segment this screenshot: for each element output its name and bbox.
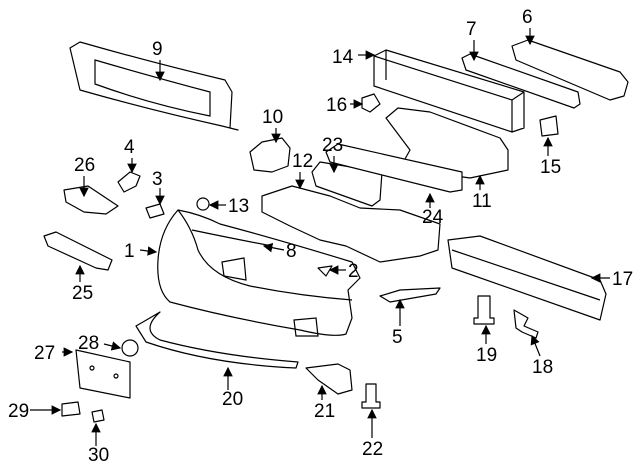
part-license-bracket-27 [75, 349, 131, 399]
leader-line-1 [139, 246, 158, 256]
part-bumper-cover-1 [157, 209, 361, 336]
callout-label-21: 21 [314, 401, 335, 422]
callout-label-4: 4 [124, 137, 135, 158]
part-upper-grille [69, 41, 239, 131]
callout-2: 2 [328, 261, 359, 282]
callout-18: 18 [530, 334, 553, 378]
callout-13: 13 [208, 196, 249, 217]
callout-label-14: 14 [332, 47, 354, 68]
callout-7: 7 [466, 19, 479, 62]
callout-17: 17 [590, 269, 633, 290]
callout-15: 15 [540, 136, 561, 178]
callout-12: 12 [292, 151, 313, 190]
part-grommet-13 [196, 197, 210, 211]
part-clip-16 [361, 93, 381, 113]
part-cap-28 [121, 339, 139, 357]
callout-20: 20 [222, 366, 243, 410]
callout-label-20: 20 [222, 389, 243, 410]
part-seal-5 [379, 287, 441, 303]
callout-14: 14 [332, 47, 376, 68]
callout-label-8: 8 [286, 241, 297, 262]
callout-9: 9 [152, 39, 165, 82]
leader-line-8 [262, 242, 285, 253]
callout-29: 29 [8, 401, 62, 422]
callout-label-9: 9 [152, 39, 163, 60]
callout-label-23: 23 [322, 135, 343, 156]
callout-10: 10 [262, 107, 283, 144]
callout-22: 22 [362, 408, 383, 460]
callout-label-30: 30 [88, 445, 109, 466]
callout-label-22: 22 [362, 439, 383, 460]
leader-line-18 [530, 334, 541, 357]
callout-label-1: 1 [124, 241, 135, 262]
part-bolt-29 [61, 401, 81, 417]
callout-label-25: 25 [72, 283, 93, 304]
callout-label-19: 19 [476, 345, 497, 366]
callout-label-11: 11 [472, 191, 492, 212]
callout-label-28: 28 [78, 333, 99, 354]
callout-label-5: 5 [392, 327, 403, 348]
callout-label-27: 27 [34, 343, 55, 364]
callout-label-26: 26 [74, 155, 95, 176]
callout-23: 23 [322, 135, 343, 174]
callout-label-24: 24 [422, 207, 444, 228]
callout-label-7: 7 [466, 19, 477, 40]
callout-5: 5 [392, 298, 405, 348]
callout-label-13: 13 [228, 196, 249, 217]
callout-label-15: 15 [540, 157, 561, 178]
leader-line-28 [103, 341, 122, 351]
callout-label-6: 6 [522, 7, 533, 28]
part-clip-4 [117, 171, 141, 193]
callout-25: 25 [72, 264, 93, 304]
callout-19: 19 [476, 324, 497, 366]
part-bracket-25 [43, 231, 113, 271]
callout-label-2: 2 [348, 261, 359, 282]
callout-8: 8 [262, 241, 297, 262]
callout-30: 30 [88, 422, 109, 466]
callout-27: 27 [34, 343, 74, 364]
part-baffle-12 [261, 185, 441, 263]
callout-label-29: 29 [8, 401, 29, 422]
part-bracket-3 [145, 203, 165, 219]
callout-label-18: 18 [532, 357, 553, 378]
callout-24: 24 [422, 192, 444, 228]
callout-1: 1 [124, 241, 158, 262]
callout-label-10: 10 [262, 107, 283, 128]
part-bolt-19 [473, 295, 495, 325]
part-bracket-26 [63, 185, 119, 215]
callout-11: 11 [472, 174, 492, 212]
callout-label-3: 3 [152, 169, 163, 190]
callout-label-17: 17 [612, 269, 633, 290]
part-nut-30 [91, 409, 105, 423]
callout-28: 28 [78, 333, 122, 354]
part-clip-15 [539, 115, 559, 137]
callout-21: 21 [314, 384, 335, 422]
callout-3: 3 [152, 169, 165, 206]
callout-label-16: 16 [326, 95, 347, 116]
part-reinforcement-17 [447, 235, 607, 321]
callout-6: 6 [522, 7, 535, 46]
part-bolt-22 [361, 383, 381, 409]
part-grille-24 [325, 143, 463, 193]
part-spoiler-20 [135, 311, 299, 369]
part-bolt-18 [513, 309, 539, 339]
part-support-6 [511, 39, 629, 101]
callout-label-12: 12 [292, 151, 313, 172]
callout-16: 16 [326, 95, 364, 116]
callout-4: 4 [124, 137, 137, 174]
callout-26: 26 [74, 155, 95, 198]
part-extension-21 [305, 363, 353, 395]
part-deflector-10 [249, 137, 291, 173]
